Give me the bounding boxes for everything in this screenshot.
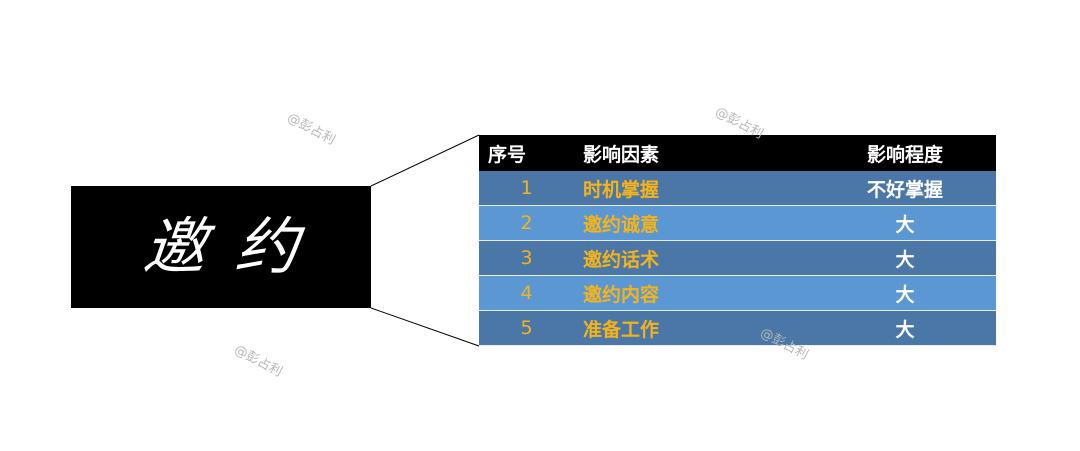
table-header-row: 序号 影响因素 影响程度 bbox=[479, 135, 996, 171]
row-degree: 不好掌握 bbox=[866, 178, 943, 201]
row-degree: 大 bbox=[895, 318, 915, 341]
table-row: 4 邀约内容 大 bbox=[479, 276, 996, 311]
table-row: 2 邀约诚意 大 bbox=[479, 206, 996, 241]
row-factor: 邀约话术 bbox=[583, 248, 660, 271]
table-row: 5 准备工作 大 bbox=[479, 311, 996, 346]
row-degree: 大 bbox=[895, 248, 915, 271]
table-row: 1 时机掌握 不好掌握 bbox=[479, 171, 996, 206]
header-factor: 影响因素 bbox=[583, 143, 660, 166]
influence-factor-table: 序号 影响因素 影响程度 1 时机掌握 不好掌握 2 邀约诚意 大 3 邀约话术… bbox=[479, 135, 996, 346]
table-row: 3 邀约话术 大 bbox=[479, 241, 996, 276]
row-degree: 大 bbox=[895, 283, 915, 306]
row-degree: 大 bbox=[895, 213, 915, 236]
row-factor: 邀约诚意 bbox=[583, 213, 660, 236]
row-seq: 3 bbox=[520, 247, 533, 269]
row-factor: 邀约内容 bbox=[583, 283, 660, 306]
row-seq: 1 bbox=[520, 177, 533, 199]
row-seq: 5 bbox=[520, 317, 533, 339]
row-seq: 4 bbox=[520, 282, 533, 304]
row-factor: 准备工作 bbox=[583, 318, 660, 341]
header-seq: 序号 bbox=[488, 143, 527, 166]
row-factor: 时机掌握 bbox=[583, 178, 660, 201]
calligraphy-text: 邀约 bbox=[140, 210, 332, 283]
header-degree: 影响程度 bbox=[866, 143, 943, 166]
calligraphy-panel: 邀约 bbox=[71, 186, 371, 308]
connector-line-top bbox=[370, 134, 480, 187]
connector-line-bottom bbox=[370, 307, 480, 347]
row-seq: 2 bbox=[520, 212, 533, 234]
